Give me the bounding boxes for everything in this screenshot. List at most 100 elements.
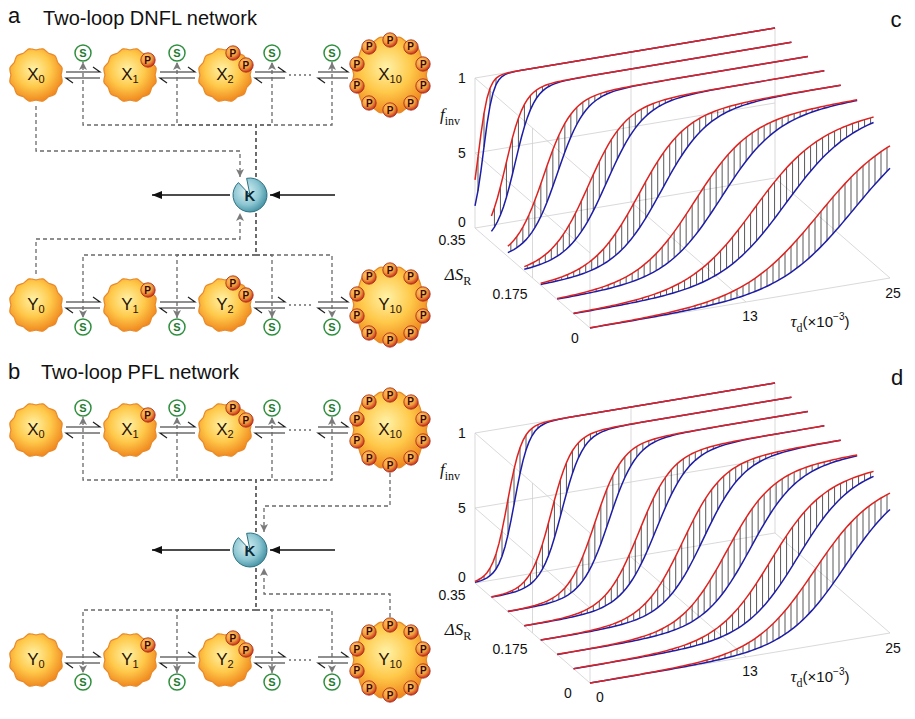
node-label: X — [216, 420, 227, 440]
phospho-circle — [350, 664, 364, 678]
hatch-line — [714, 630, 715, 640]
hatch-line — [677, 464, 678, 484]
hatch-line — [605, 150, 606, 185]
upper-curve — [574, 117, 874, 313]
regulation-arrow — [264, 473, 390, 532]
hatch-line — [603, 249, 604, 264]
hatch-line — [741, 464, 742, 476]
enzyme-ring — [264, 45, 280, 61]
hatch-line — [761, 274, 762, 289]
phospho-site: P — [361, 95, 377, 111]
hatch-line — [821, 211, 822, 246]
upper-curve — [475, 383, 775, 581]
node-label: P — [353, 435, 360, 446]
node-label: P — [407, 41, 414, 52]
regulation-arrow — [264, 568, 390, 617]
axis-label: τ — [791, 667, 797, 686]
regulation-arrow — [177, 213, 256, 318]
node-text: P — [382, 387, 398, 403]
phospho-site: P — [403, 95, 419, 111]
label-group: finv — [440, 460, 460, 480]
node-label: Y — [378, 650, 389, 670]
regulation-arrow — [36, 213, 240, 274]
phospho-site: P — [349, 663, 365, 679]
node-text: P — [140, 52, 156, 68]
molecule-node: X2PP — [197, 402, 253, 458]
label-group: b — [8, 359, 20, 385]
enzyme-ring — [75, 45, 91, 61]
node-text: P — [238, 412, 254, 428]
node-subscript: 10 — [390, 303, 402, 315]
node-label: P — [366, 271, 373, 282]
node-label: P — [420, 310, 427, 321]
hatch-line — [845, 529, 846, 566]
upper-curve — [590, 146, 890, 328]
molecule-shape — [104, 49, 156, 101]
node-text: P — [403, 95, 419, 111]
hatch-line — [552, 150, 553, 186]
node-label: P — [353, 665, 360, 676]
phospho-site: P — [361, 624, 377, 640]
node-text: P — [225, 275, 241, 291]
hatch-line — [629, 118, 630, 137]
hatch-line — [728, 155, 729, 187]
regulation-arrow — [177, 568, 256, 673]
label-group: 0 — [596, 688, 604, 706]
axis-subscript: R — [463, 629, 471, 643]
hatch-line — [816, 141, 817, 164]
label-group: 5 — [458, 144, 466, 162]
hatch-line — [804, 151, 805, 179]
hatch-line — [863, 511, 864, 541]
hatch-line — [744, 222, 745, 254]
molecule-node: Y1P — [102, 277, 158, 333]
upper-curve — [524, 426, 824, 626]
hatch-line — [708, 634, 709, 642]
phospho-site: P — [140, 282, 156, 298]
phospho-circle — [383, 263, 397, 277]
molecule-shape — [10, 634, 62, 686]
hatch-line — [632, 273, 633, 281]
hatch-line — [681, 544, 682, 580]
upper-curve — [541, 85, 841, 283]
hatch-line — [546, 166, 547, 202]
hatch-line — [588, 540, 589, 571]
phospho-site: P — [238, 57, 254, 73]
phospho-site: P — [361, 269, 377, 285]
phospho-circle — [403, 451, 417, 465]
node-label: S — [173, 321, 180, 333]
hatch-line — [635, 113, 636, 128]
axis-label: (×10 — [803, 313, 833, 330]
hatch-line — [623, 568, 624, 592]
regulation-arrow — [256, 417, 332, 532]
enzyme-ring — [324, 45, 340, 61]
phospho-site: P — [238, 642, 254, 658]
grid-line — [532, 483, 533, 633]
hatch-line — [566, 463, 567, 494]
lower-curve — [475, 383, 775, 582]
node-text: P — [415, 663, 431, 679]
label-group: 0.35 — [438, 231, 465, 249]
label-group: 0 — [564, 684, 572, 702]
axis-label: ΔS — [445, 620, 463, 639]
node-subscript: 0 — [39, 658, 45, 670]
molecule-node: X1P — [102, 47, 158, 103]
node-label: P — [353, 80, 360, 91]
phospho-site: P — [382, 457, 398, 473]
node-text: P — [349, 411, 365, 427]
hatch-line — [710, 580, 711, 608]
phospho-site: P — [349, 433, 365, 449]
node-label: S — [328, 47, 335, 59]
node-text: P — [382, 617, 398, 633]
hatch-line — [618, 465, 619, 492]
node-text: P — [349, 308, 365, 324]
hatch-line — [764, 126, 765, 141]
hatch-line — [630, 451, 631, 466]
phospho-circle — [362, 624, 376, 638]
phospho-circle — [350, 79, 364, 93]
node-text: P — [415, 641, 431, 657]
hatch-line — [725, 295, 726, 301]
node-subscript: 2 — [228, 303, 234, 315]
hatch-line — [869, 161, 870, 191]
hatch-line — [693, 122, 694, 139]
grid-line — [532, 128, 533, 278]
